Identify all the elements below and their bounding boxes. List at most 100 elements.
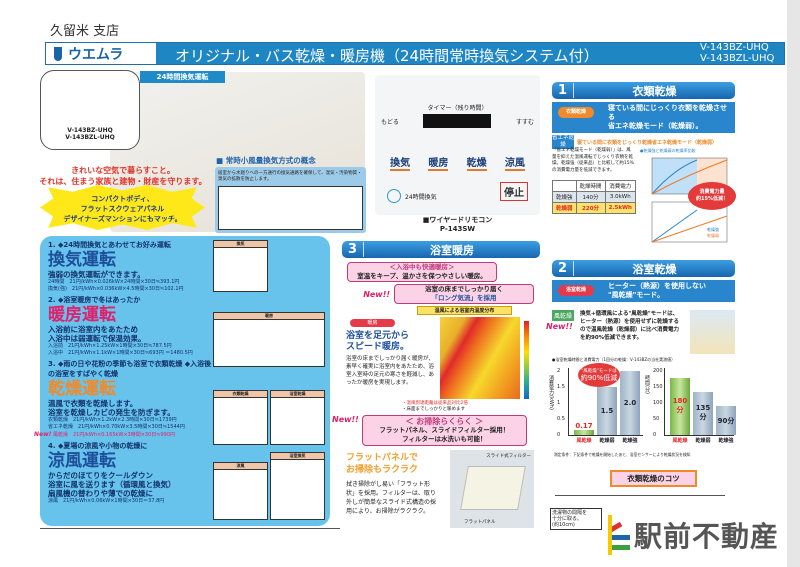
callout-line: "風乾燥"モードは bbox=[581, 369, 617, 374]
note-line: 洗濯物の間隔を bbox=[552, 510, 588, 516]
tick-label: 1.5 bbox=[557, 384, 565, 391]
mode-block: 4. ◆夏場の涼風や小物の乾燥に涼風運転からだのほてりをクールダウン浴室に風を送… bbox=[48, 441, 213, 505]
category-label: 風乾燥 bbox=[672, 438, 688, 444]
long-airflow-box: 浴室の床までしっかり届く「ロング気流」を採用 bbox=[394, 284, 534, 304]
brand-mark-icon bbox=[54, 46, 62, 61]
heat-scale bbox=[524, 321, 529, 399]
mode-picture: 換気 bbox=[213, 240, 268, 292]
divider bbox=[40, 528, 340, 529]
tick-label: 2 bbox=[557, 368, 561, 375]
heating-body: 浴室の床までしっかり届く暖房が、素早く確実に浴室内をあたため、浴室入室時の足元の… bbox=[346, 356, 435, 386]
mode-heading: 3. ◆雨の日や花粉の季節も浴室で衣類乾燥 ◆入浴後の浴室をすばやく乾燥 bbox=[48, 360, 212, 378]
subtitle-line: "風乾燥"モード。 bbox=[608, 291, 665, 299]
concept-title: ■ 常時小風量換気方式の概念 bbox=[216, 156, 316, 165]
concept-text: 居室から水廻りへの一方通行の換気通路を確保して、湿気・汚染物質・臭気の拡散を防止… bbox=[218, 171, 362, 182]
mode-heading: 2. ◆浴室暖房で冬はあったか bbox=[48, 296, 141, 304]
bar: 135分乾燥弱 bbox=[693, 391, 713, 444]
panel-shape bbox=[460, 466, 526, 510]
headline-line: 浴室を足元から bbox=[346, 331, 410, 341]
subtitle-line: ヒーター（熱源）を使用しない bbox=[608, 282, 706, 290]
mode-calc: 入浴中 21円/kWh×1.1kW×1時間×30日≒693円 ＝1480.5円 bbox=[48, 350, 193, 356]
subtitle-line: 省エネ乾燥モード（乾燥弱）。 bbox=[608, 122, 703, 130]
model-2: V-143BZL-UHQ bbox=[700, 53, 775, 64]
ventilation-tag: 24時間換気運転 bbox=[140, 71, 225, 83]
airflow-image bbox=[690, 310, 735, 354]
tick-label: 50 bbox=[653, 416, 660, 423]
remote-button-cool: 涼風 bbox=[504, 154, 525, 171]
section-number: 3 bbox=[342, 242, 364, 257]
mode-calc: 換気(強) 21円/kWh×0.036kW×4.5時間×30日≒102.1円 bbox=[48, 286, 184, 292]
burst-line: デザイナーズマンションにもマッチ。 bbox=[63, 215, 182, 223]
callout-line: 約90%低減 bbox=[580, 374, 618, 382]
remote-button-heating: 暖房 bbox=[428, 154, 449, 171]
concept-box: 居室から水廻りへの一方通行の換気通路を確保して、湿気・汚染物質・臭気の拡散を防止… bbox=[215, 167, 366, 233]
mode-pill: 浴室乾燥 bbox=[558, 285, 595, 296]
section-title: 浴室暖房 bbox=[430, 243, 474, 257]
tick-label: 1 bbox=[557, 400, 561, 407]
chart-area bbox=[652, 158, 697, 194]
burst-line: フラットスクウェアパネル bbox=[80, 205, 165, 213]
mode-picture: 浴室換気 bbox=[270, 452, 325, 520]
header-bar bbox=[45, 42, 785, 65]
unit-model-2: V-143BZL-UHQ bbox=[65, 134, 115, 141]
floor-plan bbox=[218, 186, 363, 230]
new-label: New!! bbox=[332, 415, 359, 424]
slogan: きれいな空気で暮らすこと。それは、住まう家族と建物・財産を守ります。 bbox=[36, 165, 210, 187]
mode-calc: 入浴前 21円/kWh×1.25kW×1時間×30日≒787.5円 bbox=[48, 343, 172, 349]
tick-label: 0 bbox=[557, 432, 561, 438]
box-title: ＜ お掃除らくらく ＞ bbox=[405, 417, 484, 426]
mode-block: 1. ◆24時間換気とあわせてお好み運転換気運転強弱の換気運転ができます。24時… bbox=[48, 240, 213, 293]
new-label: New!! bbox=[546, 322, 573, 331]
callout-line: 約15%低減！ bbox=[696, 196, 728, 202]
reduction-callout: "風乾燥"モードは約90%低減 bbox=[578, 363, 620, 387]
mode-heading: 4. ◆夏場の涼風や小物の乾燥に bbox=[48, 442, 148, 450]
note-line: (約10cm) bbox=[552, 522, 575, 528]
heating-headline: 浴室を足元からスピード暖房。 bbox=[346, 331, 436, 353]
scan-edge bbox=[787, 0, 800, 567]
mode-picture: 暖房 bbox=[213, 312, 325, 367]
bar: 90分乾燥強 bbox=[716, 406, 736, 444]
headline-line: お掃除もラクラク bbox=[346, 465, 419, 475]
series-strong bbox=[651, 209, 698, 243]
eco-headline: 寝ている間に衣類をじっくり乾燥省エネ乾燥モード（乾燥弱） bbox=[577, 139, 718, 146]
heating-bullets: ・温風到達距離は従来品対比2倍・床面までしっかりと暖めます bbox=[402, 401, 468, 413]
subtitle-line: 寝ている間にじっくり衣類を乾燥させる bbox=[608, 104, 727, 121]
remote-forward: すすむ bbox=[515, 118, 534, 126]
box-text: フィルターは水洗いも可能！ bbox=[402, 435, 487, 443]
callout-line: 消費電力量 bbox=[699, 189, 725, 195]
pic-label: 暖房 bbox=[214, 313, 324, 320]
td: 2.5kWh bbox=[604, 202, 637, 214]
easy-cleaning-box: ＜ お掃除らくらく ＞フラットパネル、スライドフィルター採用！フィルターは水洗い… bbox=[361, 415, 527, 446]
remote-caption-name: ■ワイヤードリモコン bbox=[422, 216, 493, 224]
mode-calc: 省エネ乾燥 21円/kWh×0.70kW×3.5時間×30日≒1544円 bbox=[48, 424, 185, 430]
heat-map-title: 温風による浴室内温度分布 bbox=[417, 306, 512, 315]
mode-name: 涼風運転 bbox=[48, 451, 116, 471]
td: 140分 bbox=[575, 191, 606, 203]
pic-label: 涼風 bbox=[214, 463, 267, 470]
new-label: New!! bbox=[363, 289, 390, 299]
flat-panel-headline: フラットパネルでお掃除もラクラク bbox=[346, 452, 418, 476]
company-logo: 駅前不動産 bbox=[607, 515, 779, 555]
bar-label: 2.0 bbox=[623, 399, 637, 408]
mode-name: 換気運転 bbox=[48, 250, 116, 270]
savings-callout: 消費電力量約15%低減！ bbox=[688, 182, 736, 210]
series-weak bbox=[651, 215, 728, 243]
category-label: 乾燥弱 bbox=[695, 438, 711, 444]
remote-24h-label: 24時間換気 bbox=[405, 193, 437, 201]
td: 220分 bbox=[575, 202, 606, 214]
remote-button-drying: 乾燥 bbox=[466, 154, 487, 171]
branch-name: 久留米 支店 bbox=[50, 24, 120, 39]
calc-text: 風乾燥 21円/kWh×0.165kW×3時間×30日≒990円 bbox=[52, 432, 176, 438]
mode-calc: 24時間 21円/kWh×0.026kW×24時間×30日≒393.1円 bbox=[48, 279, 180, 285]
eco-badge: 省エネ乾燥 bbox=[552, 135, 575, 149]
flat-panel-body: 拭き掃除がし易い「フラット形状」を採用。フィルターは、取り外しが簡単なスライド式… bbox=[346, 481, 437, 515]
mode-picture: 涼風 bbox=[213, 462, 268, 520]
chart-title: ●乾燥強と乾燥弱の乾燥率比較 bbox=[640, 148, 696, 153]
section-title: 衣類乾燥 bbox=[632, 84, 677, 98]
mode-desc: 入浴中は弱運転で保温効果。 bbox=[48, 334, 146, 343]
mode-name: 暖房運転 bbox=[48, 305, 116, 325]
th: 消費電力 bbox=[604, 180, 637, 192]
